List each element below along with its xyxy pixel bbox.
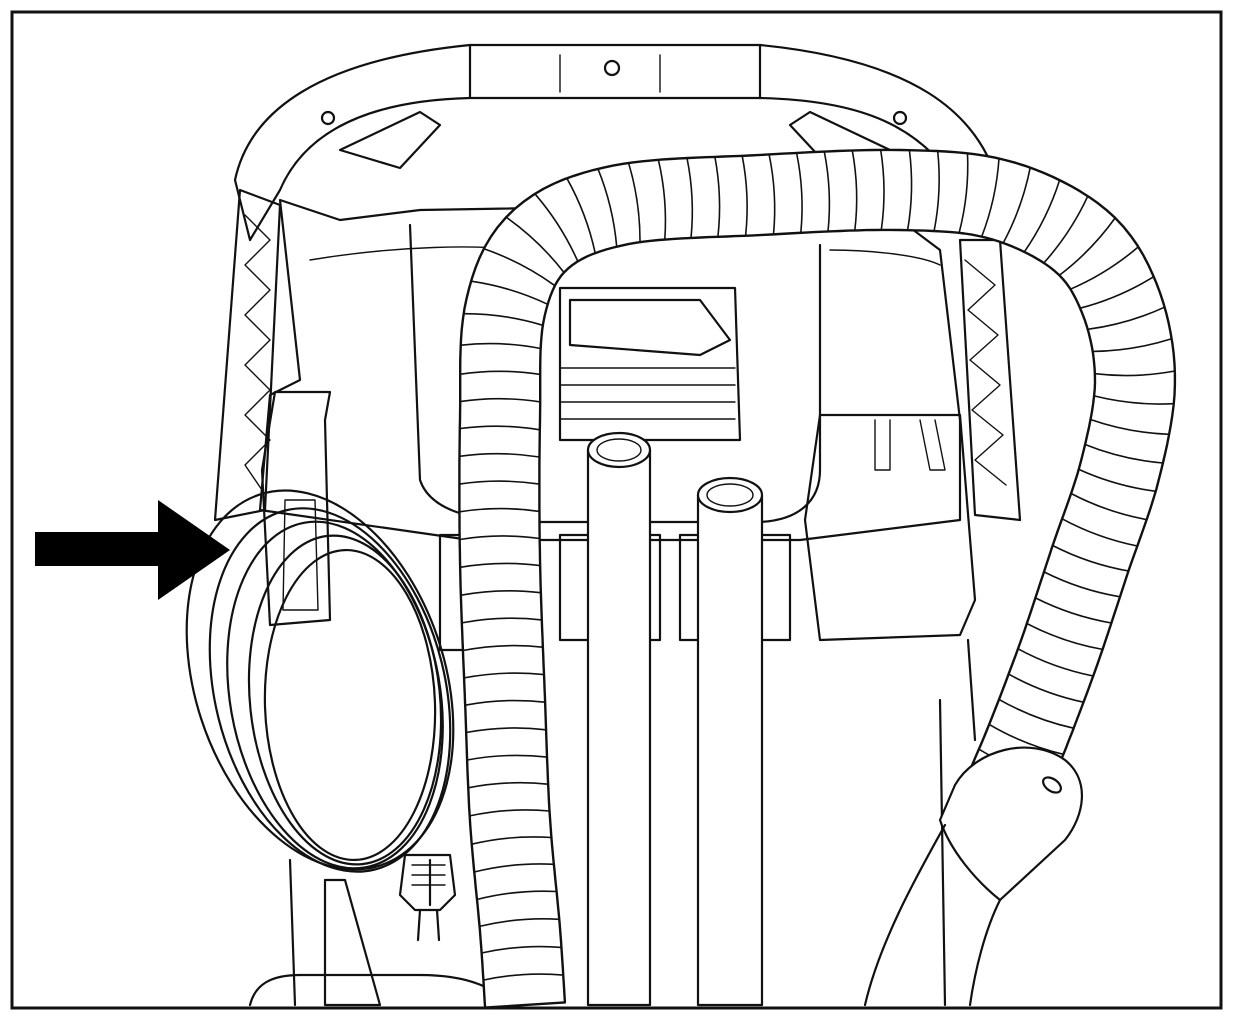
suction-tube-right — [696, 493, 764, 1007]
hose-rib — [459, 562, 541, 569]
hose-rib — [768, 154, 776, 235]
hose-rib — [1043, 195, 1089, 264]
hose-rib — [463, 312, 544, 327]
hose-rib — [461, 617, 542, 624]
vent-right — [958, 238, 1022, 522]
hose-rib — [958, 153, 969, 234]
hose-rib — [933, 151, 940, 232]
hose-rib — [460, 342, 541, 350]
hose-rib — [483, 248, 556, 287]
screw-left — [320, 110, 336, 126]
hose-rib — [534, 193, 579, 262]
hose-rib — [465, 727, 547, 734]
hose-rib — [474, 863, 554, 873]
vent-right-zigzag — [964, 259, 1007, 486]
hose-rib — [1061, 518, 1138, 547]
hose-rib — [459, 507, 540, 513]
hose-rib — [460, 590, 541, 596]
hose-rib — [1002, 167, 1031, 244]
power-cord-hook — [260, 390, 332, 627]
hose-rib — [481, 945, 562, 954]
hose-rib — [469, 809, 550, 817]
hose-rib — [1070, 492, 1147, 521]
hose-rib — [906, 150, 913, 231]
hose-rib — [460, 397, 541, 403]
arrow-right-icon — [35, 500, 230, 600]
handle-slots — [559, 54, 661, 93]
screw-right — [892, 110, 908, 126]
hose-rib — [483, 973, 564, 981]
hose-rib — [657, 159, 667, 240]
hose-rib — [851, 150, 858, 231]
hose-rib — [1026, 622, 1103, 651]
hose-rib — [980, 158, 1000, 237]
hose-rib — [466, 754, 548, 761]
hose-rib — [1092, 337, 1172, 353]
hose-rib — [1087, 306, 1165, 331]
hose-rib — [1078, 468, 1156, 493]
control-window — [568, 298, 732, 357]
hose-rib — [1090, 418, 1170, 436]
power-plug-icon — [398, 853, 457, 942]
hose-rib — [460, 370, 541, 376]
hose-rib — [1017, 648, 1094, 677]
suction-tube-left — [586, 448, 652, 1007]
hose-rib — [566, 177, 596, 254]
hose-rib — [988, 723, 1064, 756]
hose-rib — [879, 149, 885, 231]
hose-rib — [459, 425, 540, 431]
hose-rib — [1084, 443, 1163, 464]
hose-rib — [1008, 673, 1084, 703]
hose-rib — [465, 699, 546, 706]
hose-rib — [1058, 217, 1116, 276]
grille-slats — [559, 367, 736, 420]
hose-rib — [1079, 276, 1155, 309]
handle-screw — [603, 59, 621, 77]
hose-rib — [1052, 544, 1129, 572]
hose-rib — [1094, 370, 1175, 377]
hose-rib — [470, 280, 549, 306]
holder-clips — [874, 419, 946, 471]
hose-rib — [463, 672, 545, 679]
hose-rib — [627, 162, 641, 243]
hose-rib — [686, 157, 694, 238]
hose-rib — [459, 480, 540, 485]
grille-frame — [558, 286, 742, 442]
hose-rib — [468, 781, 549, 789]
body-lower-sides — [288, 638, 977, 1007]
hose-rib — [1035, 597, 1112, 624]
hose-rib — [1070, 246, 1139, 290]
hose-rib — [597, 168, 618, 247]
power-cord-coil — [185, 489, 457, 942]
housing-main — [258, 198, 962, 542]
hose-tail — [863, 823, 1002, 1007]
caster-left — [323, 878, 382, 1007]
hose-rib — [741, 155, 748, 236]
hose-rib — [1043, 571, 1121, 598]
hose-rib — [505, 216, 565, 273]
hose-rib — [1023, 179, 1061, 253]
hose-rib — [479, 917, 560, 928]
hose-rib — [471, 836, 552, 845]
suction-tubes — [586, 431, 764, 1007]
latch-left — [338, 110, 442, 170]
hose-rib — [459, 535, 540, 541]
hose-rib — [462, 644, 543, 652]
power-cord-hook-inner — [282, 499, 319, 611]
hose-rib — [795, 152, 803, 233]
accessory-holder-right — [803, 413, 977, 642]
hose-rib — [476, 890, 557, 901]
hose-rib — [823, 151, 831, 232]
handle-center — [468, 43, 762, 100]
hose-rib — [998, 698, 1074, 729]
hose-rib — [714, 156, 721, 237]
hose-rib — [459, 452, 540, 458]
hose-cuff — [863, 746, 1083, 1007]
hose-rib — [1093, 395, 1174, 405]
